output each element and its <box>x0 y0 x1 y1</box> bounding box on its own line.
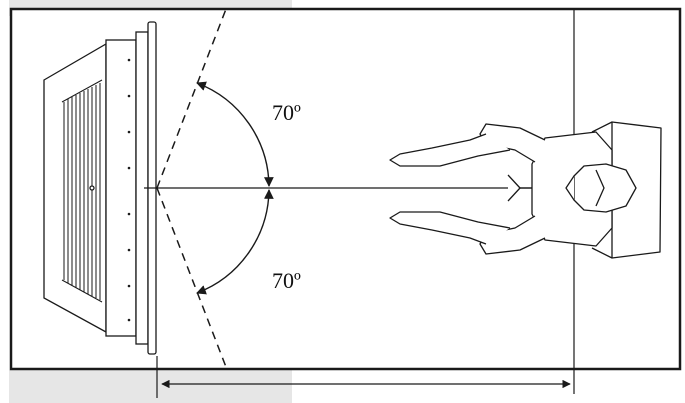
upper-angle-arc <box>196 81 274 187</box>
lower-cone-boundary <box>156 187 227 368</box>
lower-angle-label: 70º <box>272 268 301 293</box>
seated-viewer-top-view <box>389 121 662 259</box>
upper-angle-label: 70º <box>272 100 301 125</box>
monitor-side-view <box>43 21 157 355</box>
shade-bottom <box>9 370 292 403</box>
lower-angle-arc <box>196 189 274 295</box>
upper-cone-boundary <box>156 8 227 189</box>
